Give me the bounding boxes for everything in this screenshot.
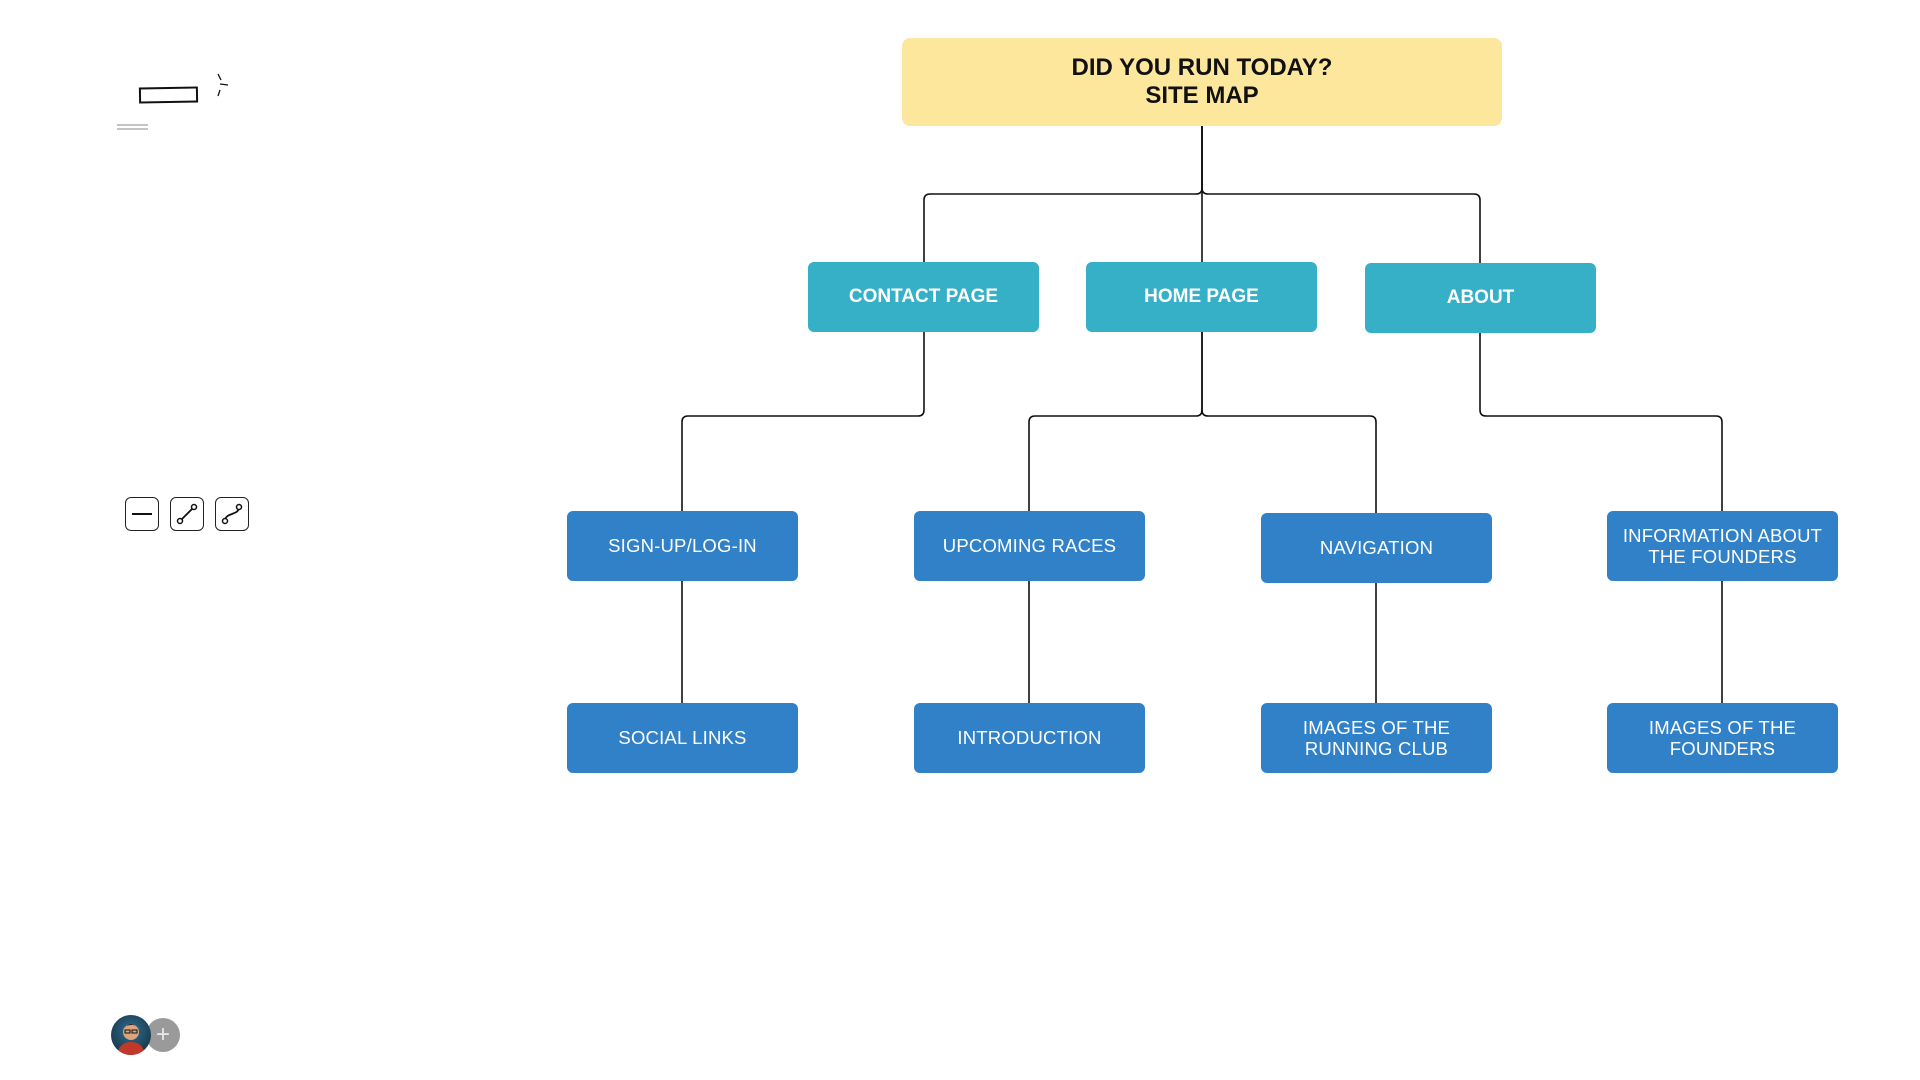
plus-icon: +: [155, 1021, 170, 1048]
node-contact-page[interactable]: CONTACT PAGE: [808, 262, 1039, 332]
node-sign-up-log-in[interactable]: SIGN-UP/LOG-IN: [567, 511, 798, 581]
node-images-of-founders[interactable]: IMAGES OF THE FOUNDERS: [1607, 703, 1838, 773]
node-navigation[interactable]: NAVIGATION: [1261, 513, 1492, 583]
connector-about-info: [1479, 333, 1723, 511]
connector-home-navigation: [1201, 332, 1377, 513]
node-social-links[interactable]: SOCIAL LINKS: [567, 703, 798, 773]
diagonal-line-icon: [176, 503, 198, 525]
curved-line-icon: [221, 503, 243, 525]
connector-home-races: [1028, 332, 1203, 511]
sketch-rectangle-icon: [117, 73, 229, 130]
node-images-of-running-club[interactable]: IMAGES OF THE RUNNING CLUB: [1261, 703, 1492, 773]
node-upcoming-races[interactable]: UPCOMING RACES: [914, 511, 1145, 581]
connector-contact-signup: [681, 332, 925, 511]
node-home-page[interactable]: HOME PAGE: [1086, 262, 1317, 332]
curved-connector-button[interactable]: [215, 497, 249, 531]
straight-connector-button[interactable]: [125, 497, 159, 531]
node-about[interactable]: ABOUT: [1365, 263, 1596, 333]
node-information-about-founders[interactable]: INFORMATION ABOUT THE FOUNDERS: [1607, 511, 1838, 581]
straight-line-icon: [132, 513, 152, 515]
site-map-title-node[interactable]: DID YOU RUN TODAY? SITE MAP: [902, 38, 1502, 126]
add-collaborator-button[interactable]: +: [146, 1018, 180, 1052]
person-icon: [117, 1024, 145, 1055]
node-introduction[interactable]: INTRODUCTION: [914, 703, 1145, 773]
connector-root-about: [1201, 126, 1481, 263]
elbow-connector-button[interactable]: [170, 497, 204, 531]
user-avatar-icon[interactable]: [111, 1015, 151, 1055]
connector-root-contact: [923, 126, 1203, 262]
